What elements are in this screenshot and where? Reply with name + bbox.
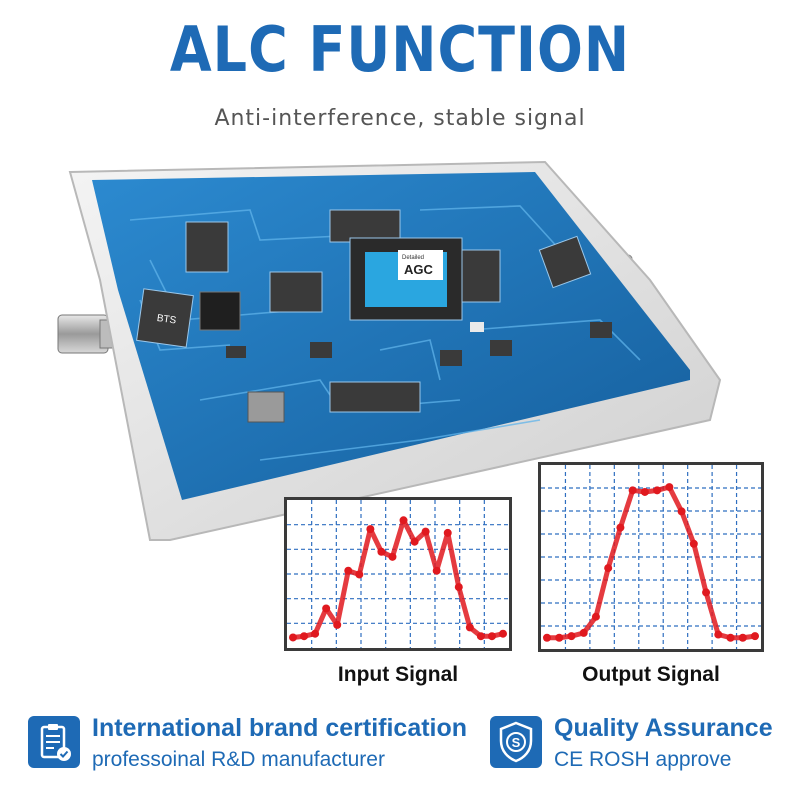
- page-title: ALC FUNCTION: [169, 13, 631, 86]
- signal-point: [677, 507, 686, 516]
- signal-point: [300, 632, 309, 641]
- signal-point: [399, 516, 408, 525]
- signal-point: [355, 570, 364, 579]
- signal-point: [555, 633, 564, 642]
- output-signal-plot: [541, 465, 761, 649]
- signal-point: [543, 633, 551, 642]
- signal-point: [476, 632, 485, 641]
- clipboard-check-icon: [28, 716, 80, 768]
- output-signal-label: Output Signal: [582, 663, 720, 686]
- signal-point: [410, 537, 419, 546]
- chip-brand-text: Detailed: [402, 255, 424, 261]
- signal-point: [421, 527, 430, 536]
- quality-title: Quality Assurance: [554, 714, 773, 742]
- signal-point: [702, 588, 711, 597]
- certification-title: International brand certification: [92, 714, 468, 742]
- output-signal-chart: [538, 462, 764, 652]
- signal-point: [388, 552, 397, 561]
- signal-point: [738, 633, 747, 642]
- signal-point: [465, 623, 474, 632]
- signal-point: [653, 486, 662, 495]
- signal-line: [292, 517, 504, 640]
- signal-point: [311, 629, 320, 638]
- signal-point: [454, 583, 463, 592]
- signal-point: [432, 566, 441, 575]
- signal-line: [547, 484, 756, 641]
- board-chips: [136, 209, 612, 423]
- quality-subtitle: CE ROSH approve: [554, 748, 732, 771]
- signal-point: [714, 630, 723, 639]
- signal-point: [689, 539, 698, 548]
- signal-point: [665, 483, 674, 492]
- input-signal-label: Input Signal: [337, 663, 459, 686]
- svg-text:S: S: [512, 735, 521, 750]
- signal-point: [499, 629, 507, 638]
- signal-point: [591, 612, 600, 621]
- signal-point: [628, 486, 637, 495]
- signal-point: [366, 525, 375, 534]
- page-subtitle: Anti-interference, stable signal: [214, 106, 586, 131]
- signal-point: [377, 547, 386, 556]
- input-signal-plot: [287, 500, 509, 648]
- input-signal-chart: [284, 497, 512, 651]
- signal-point: [443, 528, 452, 537]
- shield-icon: S: [490, 716, 542, 768]
- signal-point: [579, 628, 588, 637]
- signal-point: [289, 633, 297, 642]
- signal-point: [333, 620, 342, 629]
- signal-point: [487, 632, 496, 641]
- agc-chip: [349, 237, 463, 321]
- signal-point: [322, 604, 331, 613]
- signal-point: [616, 523, 625, 532]
- chip-label-text: AGC: [404, 262, 434, 277]
- signal-point: [344, 566, 353, 575]
- signal-point: [751, 632, 759, 641]
- signal-point: [726, 633, 735, 642]
- signal-point: [567, 632, 576, 641]
- signal-point: [604, 564, 613, 573]
- certification-subtitle: professoinal R&D manufacturer: [92, 748, 385, 771]
- bts-label-text: BTS: [156, 313, 177, 327]
- signal-point: [640, 487, 649, 496]
